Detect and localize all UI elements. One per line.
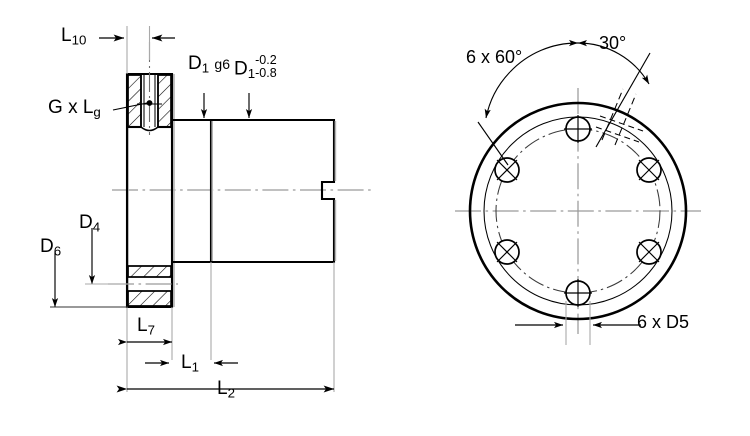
label-6x60-deg: 6 x 60° [466, 47, 523, 67]
label-6xD5: 6 x D5 [637, 312, 690, 332]
label-D6: D6 [40, 236, 62, 259]
bottom-hatch-upper [127, 265, 172, 278]
tol-upper: -0.2 [255, 53, 277, 67]
flange-outer-circle [468, 101, 688, 321]
bolt-hole-lr-cross-b [638, 241, 660, 263]
cut-mark-line-b [614, 93, 637, 146]
label-D1-g6: D1 g6 [188, 53, 230, 76]
main-body-outline [211, 118, 336, 264]
bolt-hole-ul-cross-b [496, 159, 518, 181]
angle-60-arc [509, 39, 588, 73]
label-L10: L10 [61, 25, 87, 48]
label-D1-tolerance: D1-0.2-0.8 [234, 53, 277, 82]
shaft-step-2 [211, 118, 337, 264]
bottom-hatch-lower [127, 290, 172, 307]
angle-30-radial-line [595, 52, 651, 148]
front-view-group [455, 39, 701, 345]
bottom-flange-section [108, 265, 178, 307]
cut-mark-cross-b [599, 115, 644, 132]
cut-mark-line-a [601, 88, 624, 141]
journal-outline [172, 118, 213, 264]
tap-hole-bottom [140, 126, 159, 132]
top-flange-section [127, 42, 172, 135]
shaft-step-1 [172, 118, 213, 264]
tap-hole-marker-dot [146, 100, 153, 106]
angle-60-leader [477, 121, 509, 166]
cut-mark-cross-a [595, 126, 640, 143]
leader-G-x-Lg [112, 102, 148, 111]
bolt-hole-group [494, 115, 662, 307]
tol-lower: -0.8 [255, 65, 277, 80]
label-30-deg: 30° [599, 33, 627, 53]
top-left-hatch [127, 74, 142, 128]
section-cut-marks [595, 88, 644, 146]
angle-60-arc-2 [484, 71, 511, 119]
top-right-hatch [157, 74, 172, 128]
label-L1: L1 [181, 352, 199, 375]
label-D4: D4 [79, 212, 101, 235]
label-L7: L7 [137, 315, 155, 338]
angle-30-arc [568, 39, 650, 85]
section-view-group [50, 26, 372, 393]
label-G-x-Lg: G x Lg [48, 97, 101, 120]
label-L2: L2 [217, 378, 235, 401]
bolt-hole-ll-cross-b [496, 241, 518, 263]
bolt-hole-ur-cross-b [638, 159, 660, 181]
